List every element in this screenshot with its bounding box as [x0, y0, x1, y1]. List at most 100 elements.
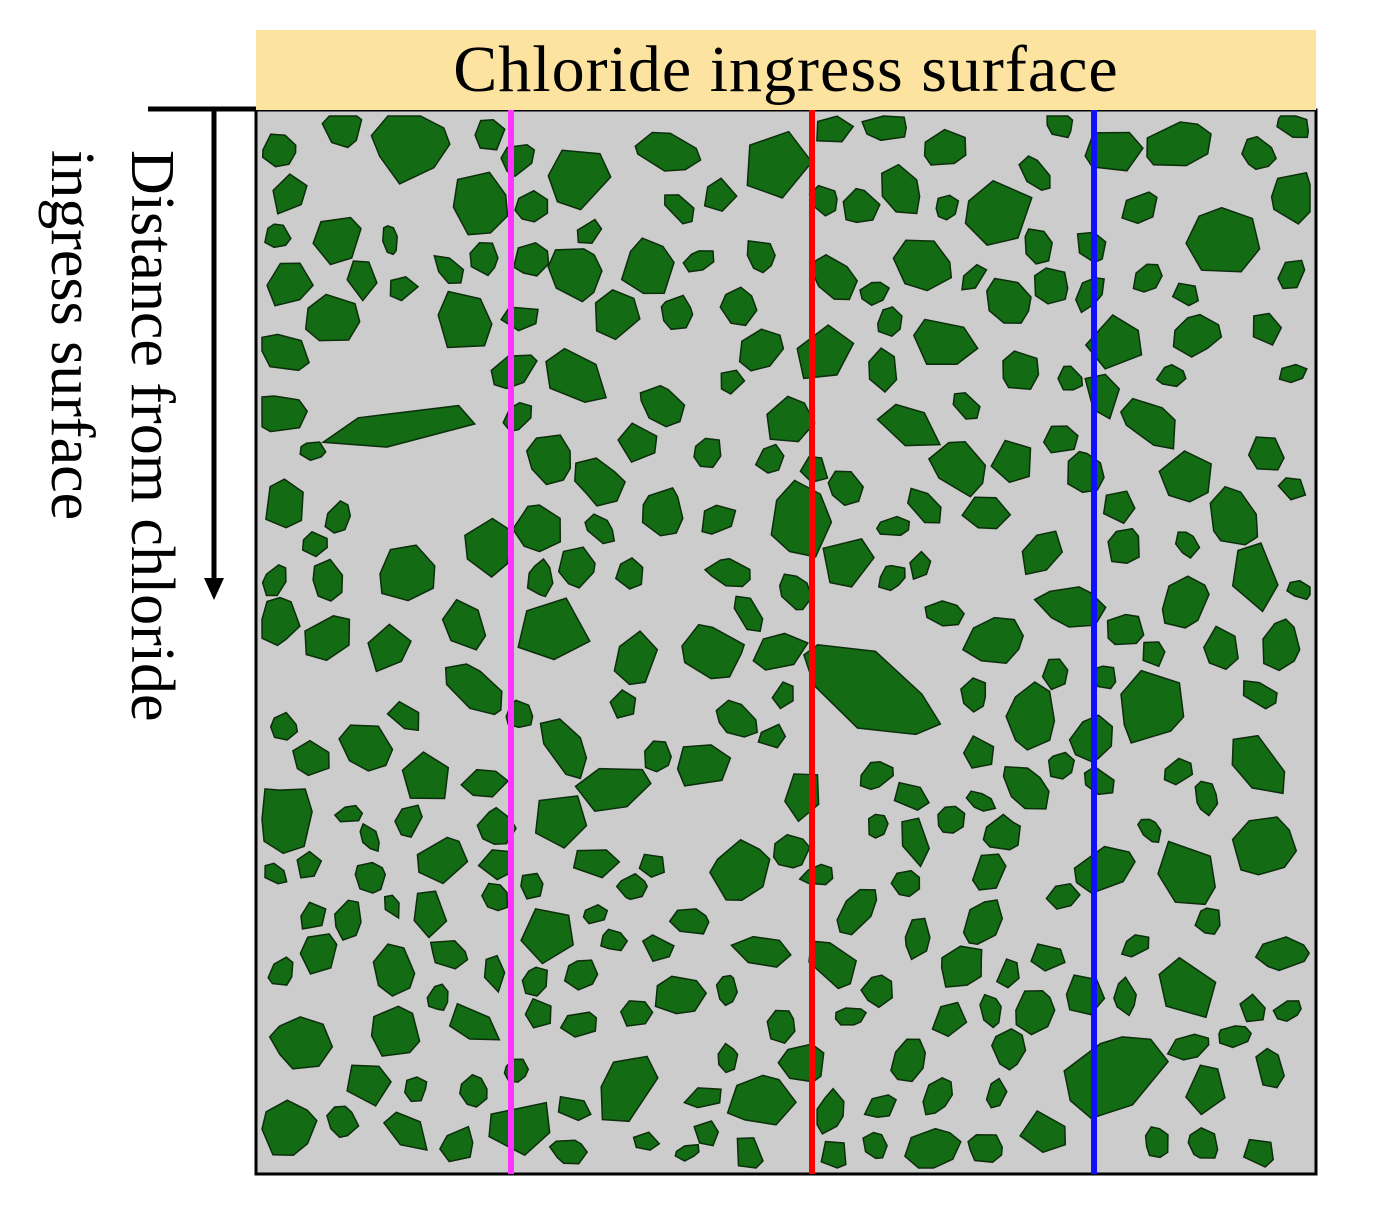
aggregate-particle	[617, 422, 658, 464]
aggregate-particle	[433, 254, 465, 285]
aggregate-particle	[548, 1139, 589, 1165]
aggregate-particle	[746, 240, 776, 274]
aggregate-particle	[715, 699, 759, 738]
aggregate-particle	[752, 632, 809, 671]
aggregate-particle	[437, 290, 493, 349]
aggregate-particle	[269, 711, 299, 741]
aggregate-particle	[730, 935, 792, 968]
aggregate-particle	[1033, 586, 1107, 628]
aggregate-particle	[757, 723, 787, 749]
chloride-ingress-surface-band: Chloride ingress surface	[256, 30, 1316, 110]
aggregate-particle	[922, 1076, 954, 1116]
aggregate-particle	[1241, 135, 1277, 171]
aggregate-particle	[682, 250, 715, 273]
aggregate-particle	[961, 496, 1012, 530]
aggregate-particle	[464, 517, 514, 578]
aggregate-particle	[719, 286, 758, 327]
aggregate-particle	[517, 597, 591, 661]
aggregate-particle	[892, 239, 953, 292]
aggregate-particle	[1102, 490, 1136, 525]
aggregate-particle	[557, 546, 596, 589]
aggregate-particle	[1120, 934, 1150, 958]
aggregate-particle	[641, 486, 684, 537]
aggregate-particle	[1021, 530, 1064, 576]
aggregate-particle	[924, 600, 966, 627]
aggregate-particle	[960, 677, 987, 713]
aggregate-particle	[935, 194, 960, 221]
aggregate-particle	[827, 470, 865, 507]
aggregate-particle	[674, 1143, 700, 1162]
aggregate-particle	[266, 262, 315, 307]
aggregate-particle	[1194, 907, 1221, 936]
aggregate-particle	[1015, 989, 1056, 1036]
aggregate-particle	[416, 836, 469, 885]
aggregate-particle	[859, 761, 894, 791]
aggregate-particle	[803, 644, 942, 736]
aggregate-particle	[867, 813, 889, 839]
aggregate-particle	[261, 395, 309, 433]
aggregate-particle	[1137, 818, 1162, 844]
aggregate-particle	[634, 131, 702, 172]
aggregate-particle	[386, 700, 420, 732]
aggregate-particle	[1254, 936, 1311, 972]
aggregate-particle	[296, 850, 323, 879]
aggregate-particle	[609, 689, 637, 719]
aggregate-particle	[766, 1009, 796, 1044]
aggregate-particle	[563, 959, 599, 991]
aggregate-particle	[820, 1140, 847, 1169]
aggregate-particle	[990, 439, 1032, 484]
aggregate-particle	[429, 940, 469, 970]
aggregate-particle	[1187, 1126, 1219, 1159]
distance-label-line2: ingress surface	[38, 150, 106, 521]
aggregate-particle	[370, 115, 451, 185]
aggregate-particle	[1163, 757, 1194, 786]
aggregate-particle	[816, 1087, 845, 1135]
aggregate-particle	[382, 224, 398, 256]
surface-label: Chloride ingress surface	[453, 33, 1119, 106]
aggregate-particle	[459, 1073, 488, 1108]
aggregate-particle	[547, 248, 603, 303]
aggregate-particle	[613, 630, 659, 686]
aggregate-particle	[1276, 115, 1310, 139]
aggregate-particle	[990, 1027, 1027, 1071]
arrow-down-icon	[204, 578, 224, 600]
aggregate-particle	[1132, 263, 1163, 293]
aggregate-particle	[301, 530, 328, 558]
aggregate-particle	[738, 328, 785, 372]
aggregate-particle	[483, 954, 506, 994]
aggregate-particle	[1030, 943, 1066, 972]
aggregate-particle	[962, 899, 1004, 945]
aggregate-particle	[904, 1127, 962, 1169]
aggregate-particle	[1019, 1110, 1067, 1154]
aggregate-particle	[534, 795, 588, 849]
aggregate-particle	[632, 1131, 661, 1151]
aggregate-particle	[746, 130, 813, 199]
aggregate-particle	[261, 564, 287, 597]
aggregate-particle	[584, 513, 616, 545]
aggregate-particle	[693, 437, 722, 469]
aggregate-particle	[660, 294, 694, 331]
aggregate-particle	[715, 974, 738, 1007]
aggregate-particle	[876, 306, 903, 338]
aggregate-particle	[754, 443, 785, 474]
aggregate-particle	[619, 1000, 654, 1027]
aggregate-particle	[469, 242, 499, 277]
aggregate-particle	[439, 1125, 474, 1163]
aggregate-particle	[860, 974, 893, 1009]
aggregate-particle	[600, 1055, 659, 1123]
aggregate-particle	[557, 1095, 592, 1122]
aggregate-particle	[261, 788, 313, 855]
aggregate-particle	[521, 966, 548, 997]
aggregate-particle	[1218, 1025, 1252, 1049]
aggregate-particle	[324, 499, 352, 534]
aggregate-particle	[426, 983, 449, 1012]
aggregate-particle	[326, 1105, 360, 1139]
aggregate-particle	[321, 115, 363, 149]
aggregate-particle	[995, 958, 1020, 989]
aggregate-particle	[971, 853, 1007, 891]
aggregate-particle	[268, 1016, 334, 1070]
aggregate-particle	[1242, 1138, 1274, 1168]
aggregate-particle	[1231, 542, 1279, 613]
aggregate-particle	[448, 1002, 501, 1041]
aggregate-particle	[638, 853, 666, 878]
